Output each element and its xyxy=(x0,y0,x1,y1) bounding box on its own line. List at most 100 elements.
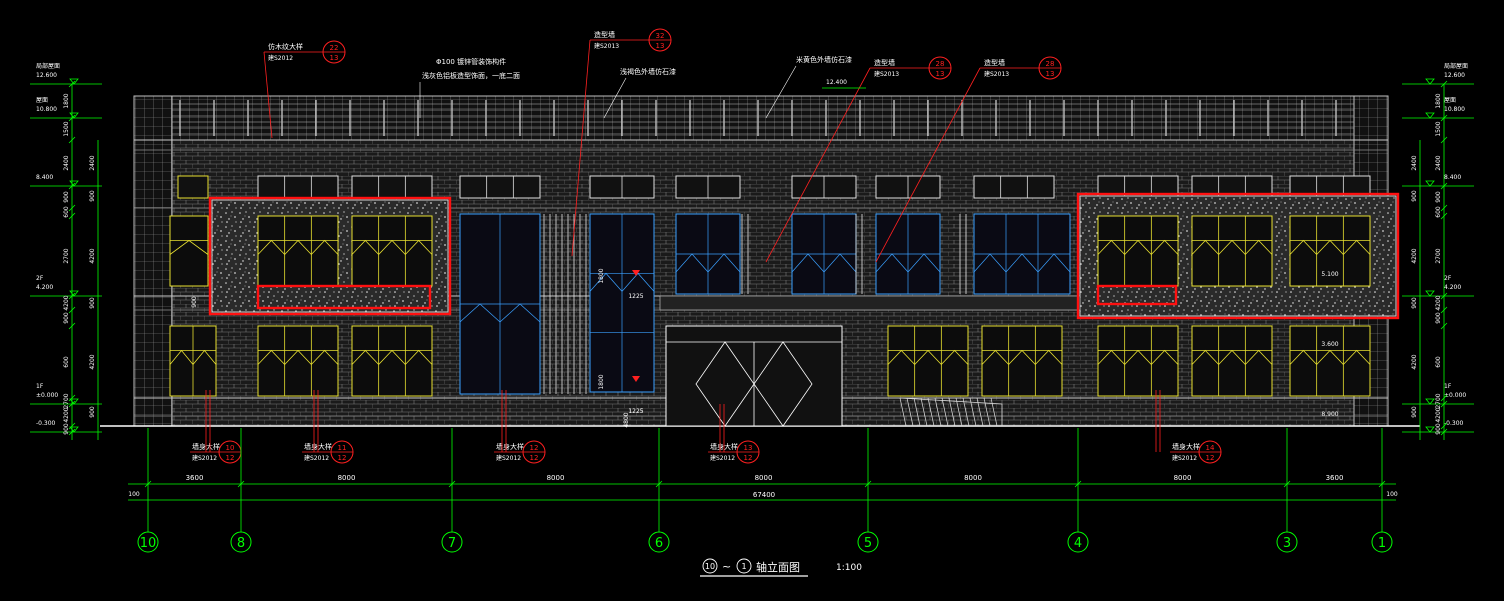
top-annotation-sheet: 建S2013 xyxy=(874,70,899,78)
axis-label: 1 xyxy=(1378,536,1386,551)
vertical-dim-right-outer: 4200 xyxy=(1411,248,1418,263)
glass-opening-mark xyxy=(707,253,741,273)
window-opening-mark xyxy=(378,349,406,365)
level-name-right: 2F xyxy=(1444,275,1452,282)
annotations: 2213仿木纹大样建S20123213造型墙建S20132813造型墙建S201… xyxy=(190,28,1222,464)
window-opening-mark xyxy=(981,349,1009,365)
dim-tick xyxy=(68,204,76,212)
level-value-left: 8.400 xyxy=(36,174,53,181)
window-opening-mark xyxy=(405,239,433,255)
material-note: 米黄色外墙仿石漆 xyxy=(796,55,852,64)
axis-bubble xyxy=(1276,531,1298,553)
level-triangle-red xyxy=(632,376,640,382)
window-frame xyxy=(1097,215,1179,287)
level-value-right: -0.300 xyxy=(1444,420,1464,427)
top-annotation-text: 造型墙 xyxy=(984,58,1005,67)
dim-tick xyxy=(1440,422,1448,430)
vertical-dim-right-inner: 600 xyxy=(1435,356,1442,368)
bottom-annotation-ref-top: 11 xyxy=(338,444,347,452)
ramp-step xyxy=(906,397,914,427)
leader-line xyxy=(765,67,871,263)
bay-dim: 8000 xyxy=(338,474,356,482)
window-frame xyxy=(887,325,969,397)
vertical-dim-right-outer: 4200 xyxy=(1411,354,1418,369)
misc-mark: 4800 xyxy=(623,412,630,427)
title-axis-to: 1 xyxy=(741,562,746,571)
dim-tick xyxy=(1440,292,1448,300)
ramp-step xyxy=(941,397,949,427)
dim-tick xyxy=(68,322,76,330)
dim-tick xyxy=(1440,212,1448,220)
end-dim-left: 100 xyxy=(128,491,140,498)
vertical-dim-right-outer: 2400 xyxy=(1411,155,1418,170)
window-opening-mark xyxy=(311,349,339,365)
window-opening-mark xyxy=(1151,349,1179,365)
dim-tick xyxy=(68,306,76,314)
top-annotation-ref-top: 22 xyxy=(330,44,339,52)
bottom-annotation-ref-top: 13 xyxy=(744,444,753,452)
vertical-dim-left-inner: 600 xyxy=(63,356,70,368)
axis-label: 10 xyxy=(140,536,157,551)
window-frame xyxy=(981,325,1063,397)
bay-dim: 8000 xyxy=(1174,474,1192,482)
window-opening-mark xyxy=(1008,349,1036,365)
axis-label: 7 xyxy=(448,536,456,551)
bottom-annotation-text: 墙身大样 xyxy=(1172,442,1200,451)
ramp-step xyxy=(920,397,928,427)
axis-label: 3 xyxy=(1283,536,1291,551)
vertical-dim-right-outer: 900 xyxy=(1411,406,1418,418)
bottom-annotation-sheet: 建S2012 xyxy=(710,454,735,462)
bottom-annotation-sheet: 建S2012 xyxy=(496,454,521,462)
left-tower xyxy=(133,95,173,427)
bay-dim: 8000 xyxy=(964,474,982,482)
top-annotation-sheet: 建S2012 xyxy=(268,54,293,62)
window-opening-mark xyxy=(1245,349,1273,365)
window-opening-mark xyxy=(169,240,209,255)
dimension-lines: 局部屋面12.600屋面10.8008.4002F4.2001F±0.000-0… xyxy=(30,62,1474,501)
vertical-dim-left-outer: 900 xyxy=(89,297,96,309)
inner-dim: 1800 xyxy=(598,268,605,283)
vertical-dim-left-outer: 4200 xyxy=(89,248,96,263)
upper-window xyxy=(257,175,339,199)
window-opening-mark xyxy=(284,349,312,365)
bottom-annotation-ref-bottom: 12 xyxy=(1206,454,1215,462)
axis-bubble xyxy=(857,531,879,553)
window-opening-mark xyxy=(1289,239,1317,255)
dim-tick xyxy=(1440,428,1448,436)
highlight-box-right xyxy=(1076,192,1400,320)
vertical-dim-right-inner: 900 xyxy=(1435,312,1442,324)
bottom-annotation-ref-top: 14 xyxy=(1206,444,1215,452)
window-opening-mark xyxy=(1151,239,1179,255)
glass-opening-mark xyxy=(621,272,655,292)
top-annotation-ref-bottom: 13 xyxy=(936,70,945,78)
glass-opening-mark xyxy=(675,253,709,273)
inner-dim: 1800 xyxy=(598,374,605,389)
glass-opening-mark xyxy=(1037,253,1071,273)
top-annotation-text: 仿木纹大样 xyxy=(268,42,303,51)
vertical-dim-left-inner: 1800 xyxy=(63,93,70,108)
dim-tick xyxy=(1440,114,1448,122)
dim-tick xyxy=(1440,204,1448,212)
highlight-box-left-inner xyxy=(256,284,432,310)
level-value-left: 10.800 xyxy=(36,106,57,113)
bay-dim: 3600 xyxy=(186,474,204,482)
window-opening-mark xyxy=(169,349,194,365)
top-annotation-ref-bottom: 13 xyxy=(330,54,339,62)
highlight-box-left xyxy=(208,196,452,316)
dim-tick xyxy=(1440,182,1448,190)
top-annotation-ref-bottom: 13 xyxy=(1046,70,1055,78)
vertical-dim-right-outer: 900 xyxy=(1411,190,1418,202)
window-opening-mark xyxy=(257,349,285,365)
window-opening-mark xyxy=(1097,239,1125,255)
yellow-window-group xyxy=(169,215,1371,397)
inner-level: 3.600 xyxy=(1321,341,1338,348)
leader-line xyxy=(571,39,591,257)
level-marker xyxy=(1425,180,1435,187)
window-opening-mark xyxy=(351,239,379,255)
dim-tick xyxy=(68,80,76,88)
level-value-left: 12.600 xyxy=(36,72,57,79)
window-opening-mark xyxy=(1289,349,1317,365)
level-value-left: 4.200 xyxy=(36,284,53,291)
inner-level: 8.900 xyxy=(1321,411,1338,418)
